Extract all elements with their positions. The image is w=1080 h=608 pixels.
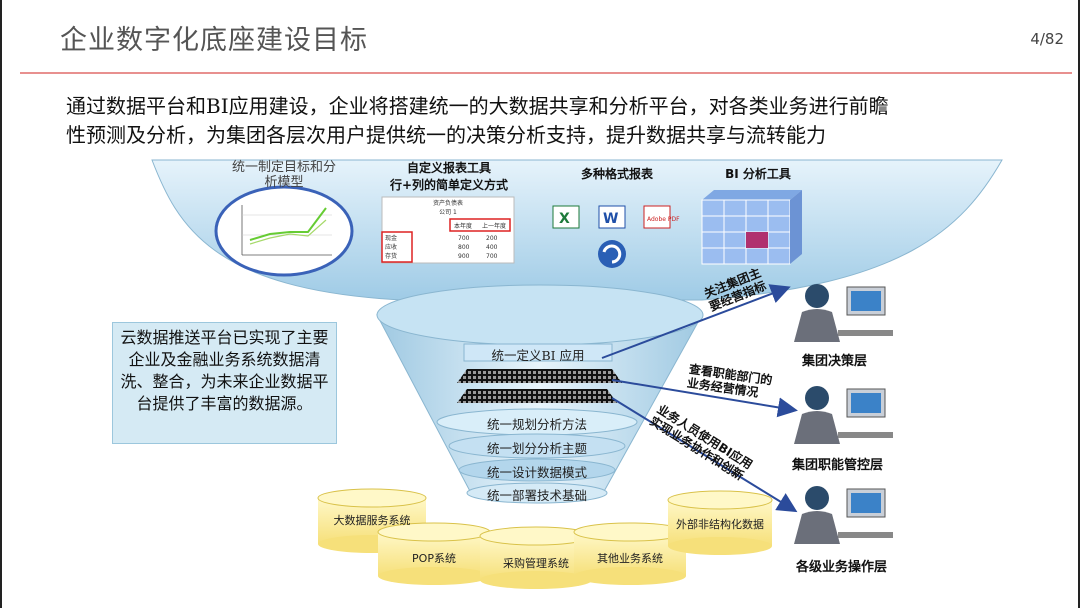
format-icons: X W Adobe PDF: [552, 205, 680, 268]
user-decision-label: 集团决策层: [802, 354, 868, 369]
svg-text:W: W: [603, 211, 618, 227]
formats-caption: 多种格式报表: [580, 167, 653, 181]
goal-model-caption: 统一制定目标和分 析模型: [214, 160, 354, 190]
layer-model: [458, 458, 616, 482]
mini-report-col2-values: 200 400 700: [486, 234, 497, 261]
svg-text:X: X: [559, 211, 570, 227]
layer-tech: [466, 482, 608, 504]
arrow-to-decision: [601, 284, 791, 359]
mini-line-chart: [241, 205, 332, 256]
arrow-to-operation: [611, 397, 798, 513]
db-cylinders: [317, 488, 773, 589]
mini-report: [381, 196, 515, 264]
title-divider: [20, 72, 1072, 74]
page-number: 4/82: [1030, 30, 1064, 48]
topic-label: 统一划分分析主题: [486, 441, 587, 456]
lower-funnel-rim: [376, 284, 704, 346]
mini-report-company: 公司 1: [439, 209, 457, 216]
method-label: 统一规划分析方法: [486, 417, 587, 432]
user-operation-label: 各级业务操作层: [796, 560, 888, 575]
user-function-figure: [794, 386, 893, 444]
mini-report-col1-values: 700 800 900: [458, 234, 469, 261]
goal-model-line2: 析模型: [264, 175, 304, 190]
custom-report-line1: 自定义报表工具: [406, 161, 491, 175]
db-purchase: 采购管理系统: [503, 557, 569, 570]
intro-line-2: 性预测及分析，为集团各层次用户提供统一的决策分析支持，提升数据共享与流转能力: [66, 123, 826, 147]
mini-report-value: 400: [486, 244, 498, 251]
db-external: 外部非结构化数据: [676, 518, 764, 531]
user-operation-figure: [794, 486, 893, 544]
mini-report-col2: 上一年度: [482, 223, 507, 230]
bi-cube: [701, 190, 802, 265]
mini-report-row-label: 应收: [385, 244, 398, 251]
custom-report-caption: 自定义报表工具 行+列的简单定义方式: [364, 160, 534, 194]
grid-plate-1: [457, 369, 622, 383]
mini-report-value: 800: [458, 244, 470, 251]
db-other: 其他业务系统: [597, 552, 663, 565]
user-decision-figure: [794, 284, 893, 342]
intro-text: 通过数据平台和BI应用建设，企业将搭建统一的大数据共享和分析平台，对各类业务进行…: [66, 92, 1026, 150]
layer-topic: [448, 433, 626, 459]
bi-tool-caption: BI 分析工具: [725, 167, 791, 181]
mini-report-row-label: 现金: [385, 235, 398, 242]
mini-report-header: 资产负债表: [432, 200, 463, 207]
db-big-data: 大数据服务系统: [333, 514, 411, 527]
grid-plate-2: [457, 389, 617, 403]
data-source-note: 云数据推送平台已实现了主要企业及金融业务系统数据清洗、整合，为未来企业数据平台提…: [112, 322, 337, 444]
svg-text:Adobe PDF: Adobe PDF: [647, 216, 680, 223]
db-pop: POP系统: [412, 552, 456, 565]
arrow-to-function: [611, 379, 798, 418]
tech-label: 统一部署技术基础: [486, 488, 587, 503]
bi-app-label: 统一定义BI 应用: [491, 348, 585, 363]
mini-report-text: 资产负债表 公司 1 本年度 上一年度 现金 应收 存货 700 800 900…: [382, 198, 514, 260]
mini-report-row-label: 存货: [385, 253, 398, 260]
page-title: 企业数字化底座建设目标: [60, 25, 368, 56]
mini-report-value: 200: [486, 235, 498, 242]
mini-report-labels: 现金 应收 存货: [385, 234, 397, 261]
user-function-label: 集团职能管控层: [792, 458, 884, 473]
model-label: 统一设计数据模式: [486, 465, 587, 480]
goal-model-ellipse: [214, 185, 354, 277]
custom-report-line2: 行+列的简单定义方式: [389, 178, 509, 192]
mini-report-value: 700: [486, 253, 498, 260]
goal-model-line1: 统一制定目标和分: [231, 160, 336, 175]
bi-app-bar: [463, 343, 613, 362]
intro-line-1: 通过数据平台和BI应用建设，企业将搭建统一的大数据共享和分析平台，对各类业务进行…: [66, 94, 889, 118]
mini-report-value: 700: [458, 235, 470, 242]
mini-report-col1: 本年度: [454, 223, 473, 230]
mini-report-value: 900: [458, 253, 470, 260]
